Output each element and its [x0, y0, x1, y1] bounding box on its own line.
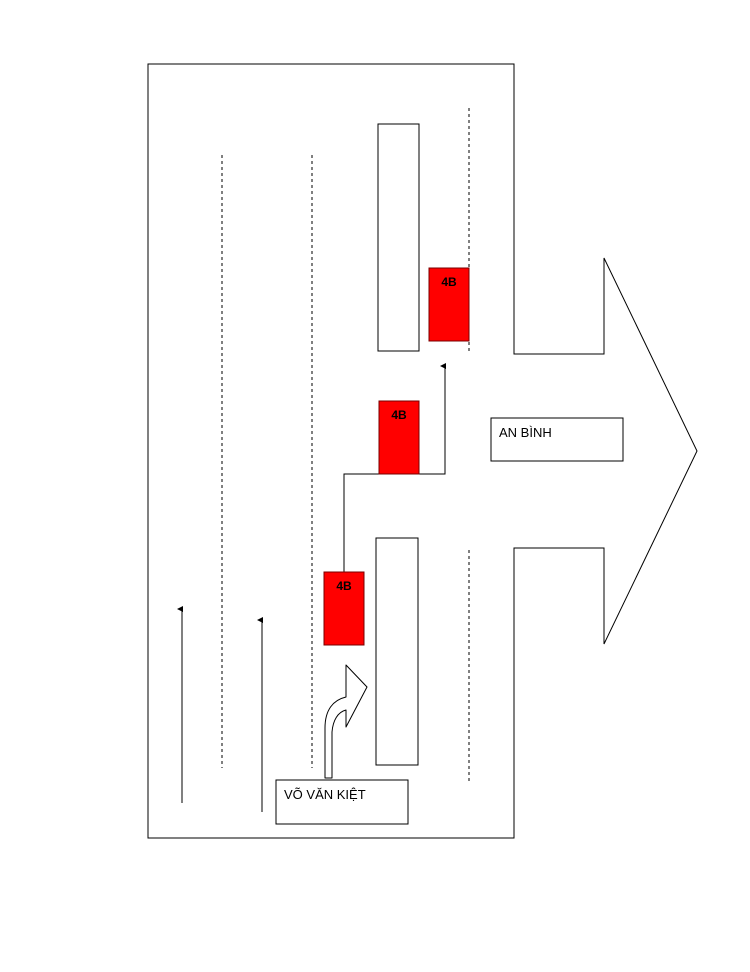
bus-middle-label: 4B [391, 408, 407, 422]
bus-lower-body [323, 571, 365, 646]
bus-lower: 4B [323, 571, 365, 646]
bus-middle: 4B [378, 400, 420, 475]
road-outline [147, 63, 698, 839]
bus-middle-body [378, 400, 420, 475]
median-upper [377, 123, 420, 352]
road-label-box-side [490, 417, 624, 462]
road-label-side: AN BÌNH [499, 425, 552, 440]
bus-lower-label: 4B [336, 579, 352, 593]
median-lower [375, 537, 419, 766]
road-label-main: VÕ VĂN KIỆT [284, 787, 366, 802]
bus-upper-body [428, 267, 470, 342]
road-label-box-main [275, 779, 409, 825]
turn-arrow-icon [324, 664, 368, 779]
bus-upper: 4B [428, 267, 470, 342]
bus-upper-label: 4B [441, 275, 457, 289]
